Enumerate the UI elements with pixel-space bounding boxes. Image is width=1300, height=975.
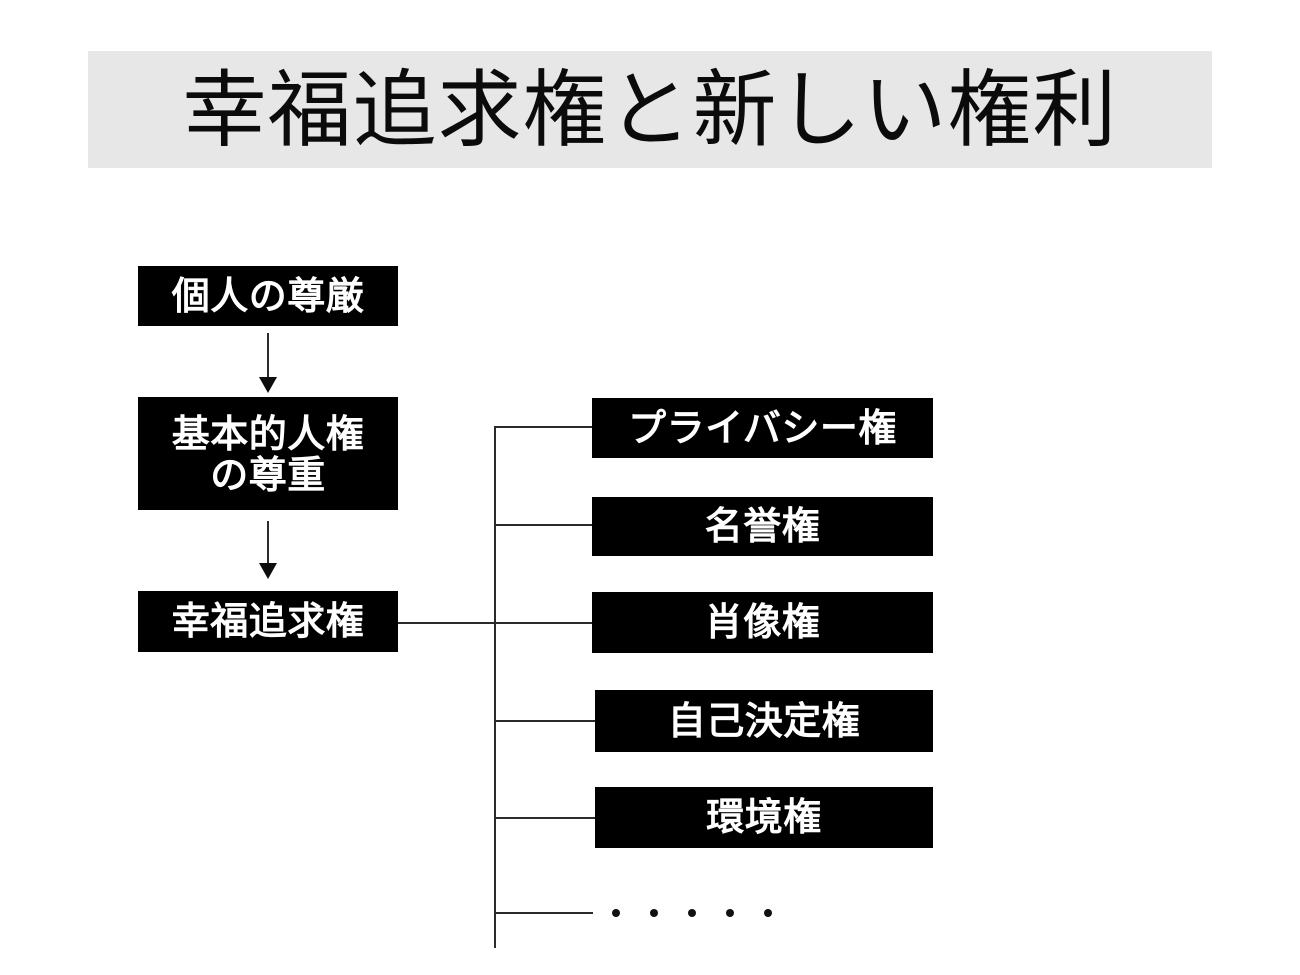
connector-branch-privacy [494, 426, 593, 428]
ellipsis-dot [688, 909, 696, 917]
connector-trunk-vertical [494, 426, 496, 948]
arrow-stem-rights-to-pursuit [267, 521, 269, 569]
node-environmental-right[interactable]: 環境権 [595, 787, 933, 848]
connector-branch-ellipsis [494, 912, 593, 914]
node-respect-fundamental-human-rights[interactable]: 基本的人権 の尊重 [138, 397, 398, 510]
node-privacy-right[interactable]: プライバシー権 [592, 398, 933, 458]
node-right-to-pursue-happiness[interactable]: 幸福追求権 [138, 591, 398, 652]
node-portrait-right[interactable]: 肖像権 [592, 592, 933, 653]
connector-branch-self-determination [494, 720, 596, 722]
arrow-head-dignity-to-rights [259, 377, 277, 393]
title-band: 幸福追求権と新しい権利 [88, 51, 1212, 168]
ellipsis-dot [726, 909, 734, 917]
ellipsis-dot [650, 909, 658, 917]
connector-pursuit-to-trunk [398, 622, 496, 624]
node-honor-right[interactable]: 名誉権 [592, 497, 933, 556]
connector-branch-environment [494, 817, 596, 819]
arrow-head-rights-to-pursuit [259, 563, 277, 579]
node-line-1: 基本的人権 [171, 412, 365, 457]
connector-branch-portrait [494, 622, 593, 624]
connector-branch-honor [494, 524, 593, 526]
page-title: 幸福追求権と新しい権利 [182, 60, 1118, 159]
node-line-2: の尊重 [210, 452, 326, 497]
ellipsis-dots [612, 893, 772, 933]
node-individual-dignity[interactable]: 個人の尊厳 [138, 266, 398, 326]
node-self-determination-right[interactable]: 自己決定権 [595, 690, 933, 752]
ellipsis-dot [612, 909, 620, 917]
ellipsis-dot [764, 909, 772, 917]
arrow-stem-dignity-to-rights [267, 333, 269, 381]
